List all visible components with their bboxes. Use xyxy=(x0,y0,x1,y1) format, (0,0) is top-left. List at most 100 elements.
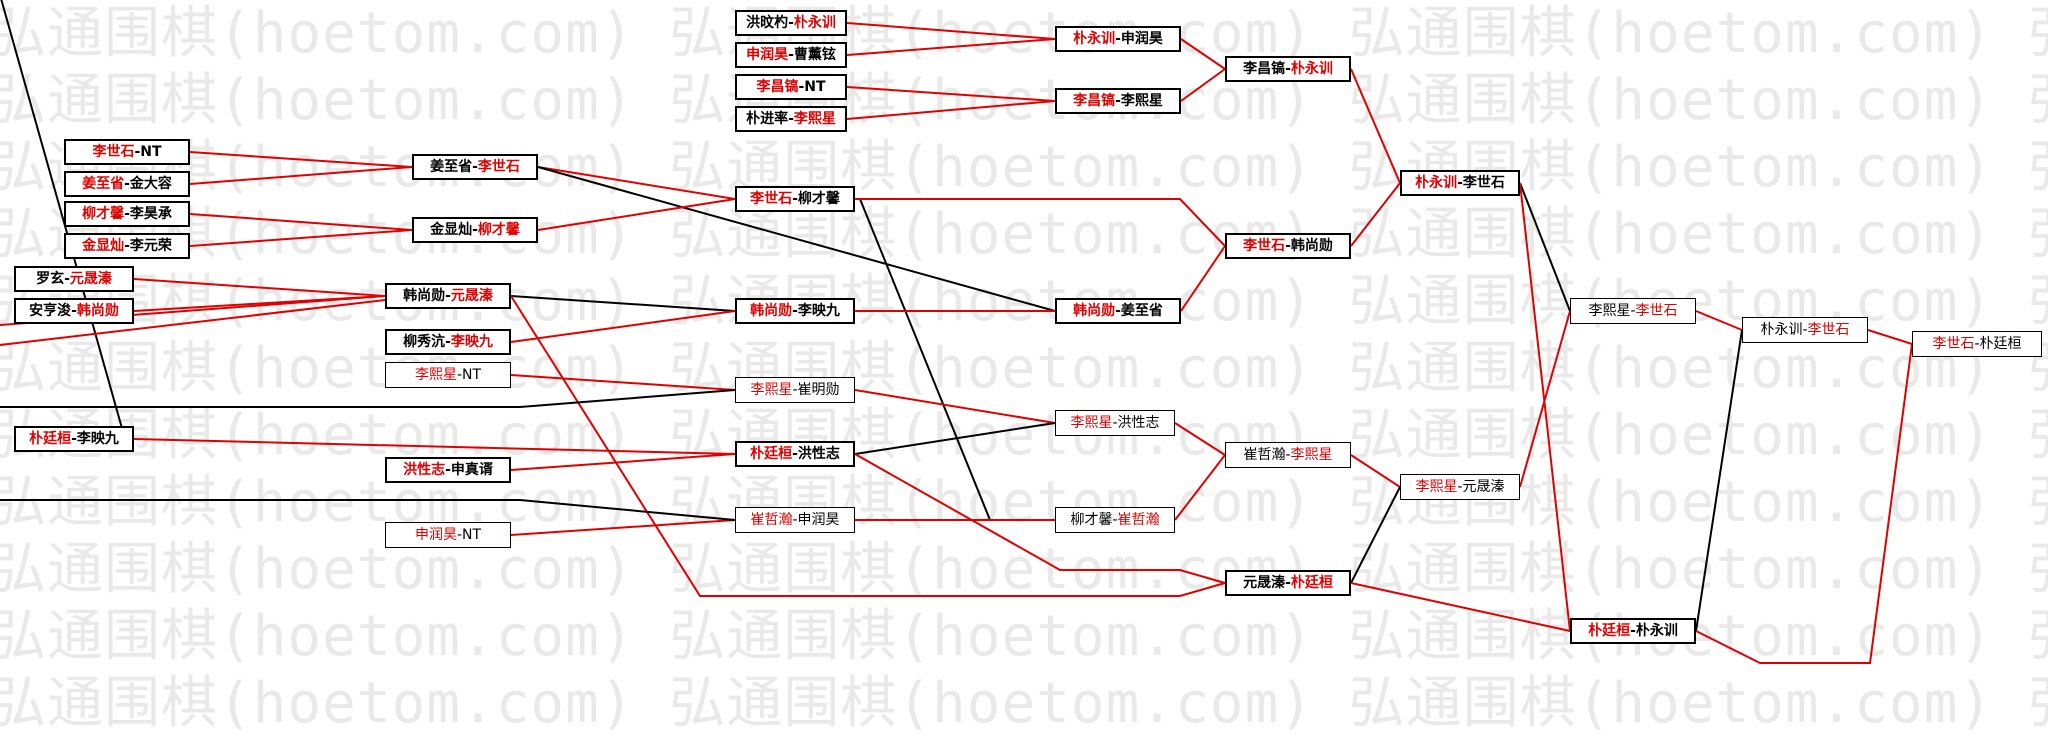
match-box-m22: 李世石-柳才馨 xyxy=(735,186,855,212)
separator: - xyxy=(134,144,141,160)
player-a: 朴廷桓 xyxy=(29,431,72,447)
match-box-m32: 崔哲瀚-李熙星 xyxy=(1225,442,1351,468)
player-a: 金显灿 xyxy=(430,222,473,238)
player-b: 金大容 xyxy=(129,176,172,192)
edge-m5-m7 xyxy=(1180,38,1226,70)
separator: - xyxy=(788,47,794,63)
match-box-m24: 李熙星-崔明勋 xyxy=(735,377,855,403)
match-box-m19: 朴廷桓-李映九 xyxy=(14,426,134,452)
separator: - xyxy=(1285,238,1291,254)
player-b: 朴永训 xyxy=(1635,623,1678,639)
edge-m25-m30 xyxy=(854,422,1056,455)
edge-m12-m22 xyxy=(537,166,736,200)
player-b: 韩尚勋 xyxy=(76,303,119,319)
player-b: 李熙星 xyxy=(793,111,836,127)
separator: - xyxy=(792,512,798,528)
edge-m34-m36 xyxy=(1350,582,1571,632)
player-a: 李熙星 xyxy=(414,367,457,383)
player-a: 崔哲瀚 xyxy=(1243,447,1286,463)
edge-m36-m38 xyxy=(1695,343,1913,664)
separator: - xyxy=(1112,415,1118,431)
player-b: NT xyxy=(804,79,826,95)
separator: - xyxy=(788,15,794,31)
player-a: 柳才馨 xyxy=(1070,512,1113,528)
separator: - xyxy=(792,446,798,462)
player-b: 元晟溱 xyxy=(450,288,493,304)
separator: - xyxy=(1285,575,1291,591)
separator: - xyxy=(1285,61,1291,77)
edge-m27-m28 xyxy=(1350,182,1401,247)
edge-m3-m6 xyxy=(846,86,1056,102)
player-a: 申润昊 xyxy=(414,527,457,543)
match-box-m9: 姜至省-金大容 xyxy=(64,171,190,197)
match-box-m27: 李世石-韩尚勋 xyxy=(1225,233,1351,259)
edge-offscreen-top xyxy=(0,0,126,440)
player-b: 申润昊 xyxy=(797,512,840,528)
player-b: 洪性志 xyxy=(797,446,840,462)
match-box-m13: 金显灿-柳才馨 xyxy=(412,217,538,243)
match-box-m10: 柳才馨-李昊承 xyxy=(64,201,190,227)
match-box-m6: 李昌镐-李熙星 xyxy=(1055,88,1181,114)
edge-m28-m36 xyxy=(1519,182,1571,632)
player-b: 李世石 xyxy=(477,159,520,175)
match-box-m14: 罗玄-元晟溱 xyxy=(14,266,134,292)
edge-m22-m27 xyxy=(855,198,1226,247)
player-a: 朴永训 xyxy=(1760,322,1803,338)
player-a: 韩尚勋 xyxy=(403,288,446,304)
edge-m16-m34 xyxy=(510,295,1226,597)
match-box-m33: 李熙星-元晟溱 xyxy=(1400,474,1520,500)
match-box-m17: 柳秀沆-李映九 xyxy=(385,329,511,355)
match-box-m29: 韩尚勋-姜至省 xyxy=(1055,298,1181,324)
match-box-m4: 朴进率-李熙星 xyxy=(735,106,847,132)
edge-m19-m25 xyxy=(133,438,736,455)
edge-m30-m32 xyxy=(1174,422,1226,456)
player-a: 柳秀沆 xyxy=(403,334,446,350)
separator: - xyxy=(445,334,451,350)
match-box-m7: 李昌镐-朴永训 xyxy=(1225,56,1351,82)
player-a: 姜至省 xyxy=(430,159,473,175)
edge-m17-m23 xyxy=(510,310,736,343)
player-b: 申润昊 xyxy=(1120,31,1163,47)
player-b: NT xyxy=(140,144,162,160)
edge-offscreen-4 xyxy=(0,499,736,521)
edge-m11-m13 xyxy=(189,229,413,247)
match-box-m26: 崔哲瀚-申润昊 xyxy=(735,507,855,533)
separator: - xyxy=(798,79,805,95)
player-a: 罗玄 xyxy=(36,271,65,287)
player-a: 申润昊 xyxy=(746,47,789,63)
player-a: 李熙星 xyxy=(1588,303,1631,319)
player-a: 洪旼杓 xyxy=(746,15,789,31)
player-a: 李昌镐 xyxy=(756,79,799,95)
edge-m25-m34 xyxy=(854,453,1226,584)
player-a: 李昌镐 xyxy=(1243,61,1286,77)
edge-m36-m37 xyxy=(1695,329,1743,632)
player-b: 崔哲瀚 xyxy=(1117,512,1160,528)
player-b: 申真谞 xyxy=(450,462,493,478)
separator: - xyxy=(792,191,798,207)
separator: - xyxy=(1115,303,1121,319)
match-box-m30: 李熙星-洪性志 xyxy=(1055,410,1175,436)
match-box-m18: 李熙星-NT xyxy=(385,362,511,388)
separator: - xyxy=(792,382,798,398)
match-box-m37: 朴永训-李世石 xyxy=(1742,317,1868,343)
player-a: 朴廷桓 xyxy=(750,446,793,462)
separator: - xyxy=(71,431,77,447)
match-box-m23: 韩尚勋-李映九 xyxy=(735,298,855,324)
separator: - xyxy=(124,238,130,254)
separator: - xyxy=(71,303,77,319)
player-a: 柳才馨 xyxy=(82,206,125,222)
player-a: 李熙星 xyxy=(750,382,793,398)
separator: - xyxy=(1630,623,1636,639)
player-a: 李世石 xyxy=(92,144,135,160)
player-a: 李世石 xyxy=(1243,238,1286,254)
separator: - xyxy=(1112,512,1118,528)
player-a: 朴永训 xyxy=(1073,31,1116,47)
player-a: 姜至省 xyxy=(82,176,125,192)
player-a: 朴永训 xyxy=(1415,175,1458,191)
match-box-m12: 姜至省-李世石 xyxy=(412,154,538,180)
match-box-m11: 金显灿-李元荣 xyxy=(64,233,190,259)
player-b: 李世石 xyxy=(1635,303,1678,319)
separator: - xyxy=(1457,175,1463,191)
match-box-m2: 申润昊-曹薰铉 xyxy=(735,42,847,68)
separator: - xyxy=(456,367,463,383)
